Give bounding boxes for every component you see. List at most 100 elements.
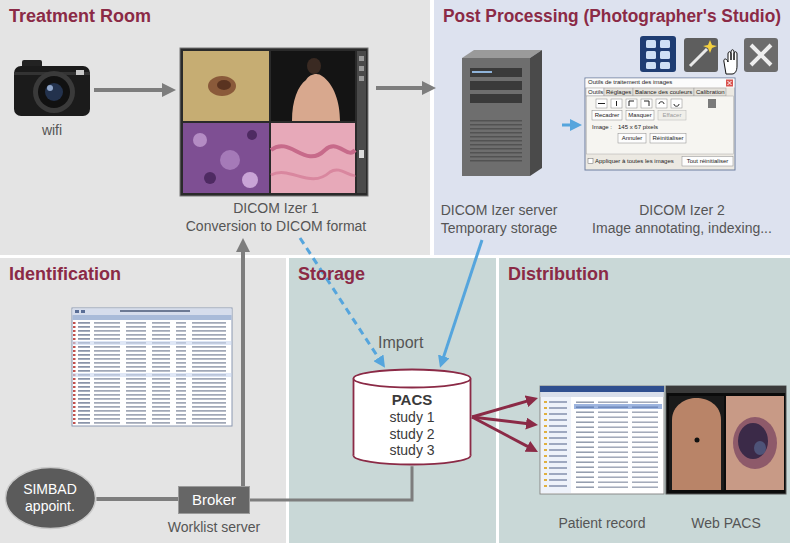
- caption-text: wifi: [42, 122, 62, 140]
- text-label: Recadrer: [595, 112, 620, 119]
- ellipse-outline: [5, 468, 95, 529]
- flow-arrow: [300, 238, 382, 363]
- camera-icon: [22, 60, 42, 69]
- node-label: Broker: [192, 491, 236, 509]
- web-pacs-screenshot: [666, 386, 786, 393]
- software-screenshot: DICOM Izer 1Conversion to DICOM format: [176, 46, 376, 238]
- flow-arrow: [94, 88, 169, 92]
- tools-dialog: [604, 88, 633, 96]
- camera-device: wifi: [10, 58, 94, 142]
- dicom-izer-screenshot: [271, 123, 355, 193]
- worklist-table-screenshot: [120, 310, 190, 312]
- tools-dialog: [641, 99, 652, 108]
- process-box: Broker: [178, 486, 250, 514]
- label-holder: Import: [378, 333, 423, 352]
- toolbar-icons: [703, 40, 717, 53]
- web-pacs-screenshot: [754, 441, 766, 455]
- label-holder: Annuler: [622, 135, 643, 142]
- worklist-table-screenshot: [73, 373, 232, 377]
- toolbar-icons: [660, 51, 670, 59]
- label-holder: Image :: [592, 124, 612, 131]
- text-label: Import: [378, 333, 423, 352]
- text-label: Image :: [592, 124, 612, 131]
- web-pacs-screenshot: [666, 386, 786, 494]
- text-label: Masquer: [628, 112, 651, 119]
- tools-dialog: [626, 111, 654, 121]
- toolbar-icons: [684, 38, 718, 72]
- server-tower: [470, 68, 522, 77]
- dicom-izer-screenshot: [271, 146, 355, 156]
- caption-text: Patient record: [558, 515, 645, 533]
- tools-dialog: [650, 134, 686, 144]
- patient-record-screenshot: [541, 397, 571, 493]
- dicom-izer-screenshot: [307, 58, 321, 74]
- server-tower: [472, 71, 492, 73]
- tools-dialog: [598, 101, 679, 106]
- server-tower: DICOM Izer serverTemporary storage: [436, 48, 562, 240]
- server-tower: [462, 58, 530, 176]
- toolbar-icons: [660, 40, 670, 48]
- cylinder-outline: [354, 369, 471, 387]
- camera-icon: [33, 71, 75, 113]
- dicom-izer-screenshot: [359, 76, 364, 81]
- flow-arrow: [250, 466, 412, 500]
- label-holder: Worklist server: [168, 519, 260, 536]
- label-holder: Réglages: [606, 89, 631, 96]
- server-tower: [470, 120, 522, 164]
- software-screenshot: Patient record: [538, 383, 666, 535]
- tools-dialog: [592, 111, 622, 121]
- label-holder: Effacer: [663, 112, 682, 119]
- dicom-izer-screenshot: [271, 170, 355, 179]
- patient-record-screenshot: [541, 399, 571, 491]
- camera-icon: [76, 70, 84, 75]
- web-pacs-screenshot: [726, 396, 784, 490]
- tools-dialog: [671, 99, 682, 108]
- text-label: Balance des couleurs: [635, 89, 692, 96]
- text-label: Tout réinitialiser: [687, 158, 729, 165]
- toolbar-icons: [724, 50, 737, 74]
- caption-text: Temporary storage: [441, 220, 558, 238]
- text-label: Calibration: [696, 89, 725, 96]
- tools-dialog: [588, 159, 593, 164]
- tools-dialog: [708, 99, 716, 108]
- dicom-izer-screenshot: [204, 172, 216, 184]
- toolbar-icons: [640, 36, 778, 74]
- web-pacs-screenshot: [733, 417, 777, 469]
- text-label: Réinitialiser: [652, 135, 683, 142]
- node-label: study 3: [389, 442, 434, 459]
- dicom-izer-screenshot: [242, 172, 258, 188]
- label-holder: 145 x 67 pixels: [618, 124, 658, 131]
- dicom-izer-screenshot: [359, 150, 364, 158]
- tools-dialog: [656, 99, 667, 108]
- dicom-izer-screenshot: [208, 76, 236, 96]
- dicom-izer-screenshot: [193, 133, 207, 147]
- dicom-izer-screenshot: [359, 66, 364, 71]
- region-panel: IdentificationSIMBAD appoint.Broker: [0, 258, 286, 543]
- tools-dialog: [611, 99, 622, 108]
- panel-title: Distribution: [508, 263, 609, 286]
- text-label: Effacer: [663, 112, 682, 119]
- tools-dialog: [633, 88, 694, 96]
- text-label: Outils de traitement des images: [588, 79, 672, 86]
- appointment-ellipse: SIMBAD appoint.: [4, 466, 97, 530]
- server-tower: [462, 50, 542, 176]
- worklist-table-screenshot: [75, 310, 79, 313]
- flow-arrow: [472, 417, 533, 449]
- worklist-table-screenshot: [72, 308, 232, 426]
- dicom-izer-screenshot: [220, 150, 240, 170]
- label-holder: Appliquer à toutes les images: [595, 158, 674, 165]
- tools-dialog: [587, 96, 734, 154]
- server-tower: [470, 81, 522, 90]
- toolbar-icons: [646, 51, 656, 59]
- tools-dialog: [586, 88, 604, 96]
- toolbar-icons: [744, 38, 778, 72]
- camera-icon: [14, 72, 90, 75]
- panel-title: Storage: [298, 263, 365, 286]
- web-pacs-screenshot: [695, 438, 700, 443]
- text-label: Réglages: [606, 89, 631, 96]
- node-label: PACS: [392, 391, 433, 409]
- text-label: 145 x 67 pixels: [618, 124, 658, 131]
- software-screenshot: Web PACS: [666, 383, 786, 535]
- patient-record-screenshot: [574, 404, 662, 409]
